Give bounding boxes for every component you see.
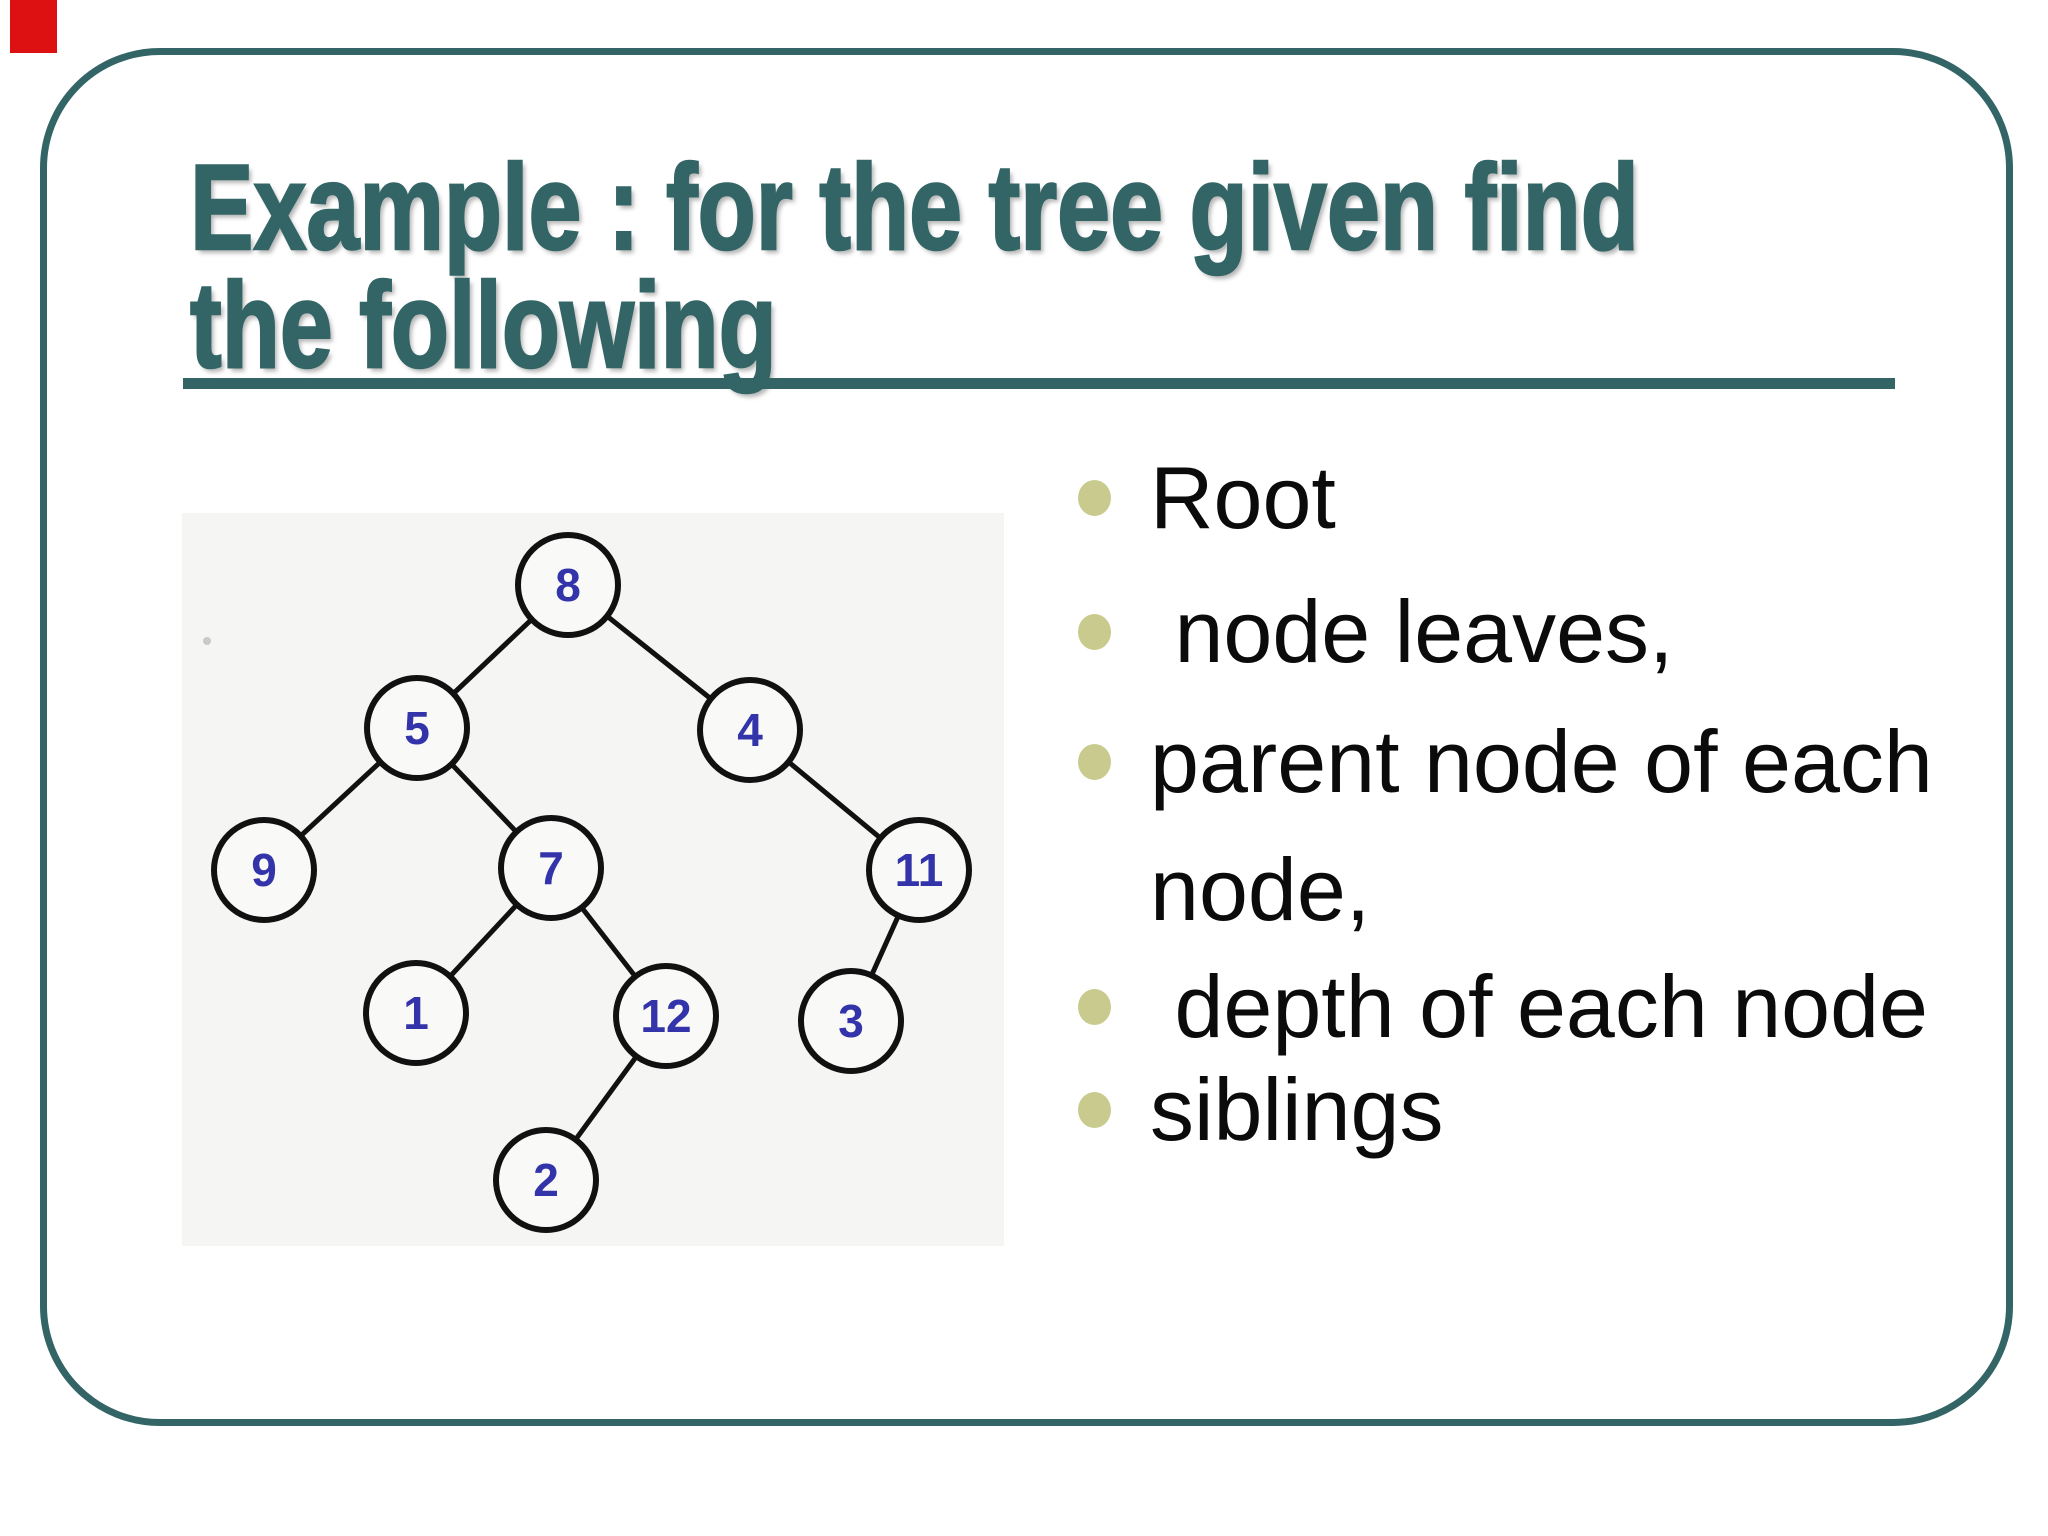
- tree-node-label: 7: [538, 842, 564, 894]
- bullet-icon: [1078, 1092, 1111, 1128]
- slide-border: [40, 48, 2013, 1426]
- tree-node-circle: [613, 963, 719, 1069]
- tree-node-circle: [515, 532, 621, 638]
- bullet-text: siblings: [1150, 1060, 1444, 1159]
- tree-node-label: 12: [640, 990, 691, 1042]
- bullet-text: parent node of each node,: [1150, 712, 1958, 939]
- bullet-icon: [1078, 989, 1111, 1025]
- tree-node: 8: [515, 532, 621, 638]
- list-item: Root: [1078, 434, 1336, 562]
- tree-node-label: 9: [251, 844, 277, 896]
- tree-node-circle: [697, 677, 803, 783]
- bullet-icon: [1078, 744, 1111, 780]
- slide-title-line1: Example : for the tree given find: [189, 139, 1640, 275]
- bullet-text: Root: [1150, 448, 1336, 547]
- tree-node-circle: [363, 960, 469, 1066]
- tree-node: 2: [493, 1127, 599, 1233]
- tree-node: 12: [613, 963, 719, 1069]
- tree-node: 5: [364, 675, 470, 781]
- bullet-text: node leaves,: [1150, 582, 1674, 681]
- bullet-text: depth of each node: [1150, 957, 1928, 1056]
- list-item: node leaves,: [1078, 568, 1674, 696]
- slide-title: Example : for the tree given find the fo…: [189, 139, 1640, 393]
- tree-node: 3: [798, 968, 904, 1074]
- tree-node: 7: [498, 815, 604, 921]
- list-item: siblings: [1078, 1046, 1443, 1174]
- tree-node: 4: [697, 677, 803, 783]
- tree-node-circle: [364, 675, 470, 781]
- tree-node-label: 5: [404, 702, 430, 754]
- bullet-icon: [1078, 480, 1111, 516]
- bullet-icon: [1078, 614, 1111, 650]
- tree-node: 11: [866, 817, 972, 923]
- tree-node: 9: [211, 817, 317, 923]
- tree-node: 1: [363, 960, 469, 1066]
- tree-node-circle: [211, 817, 317, 923]
- list-item: parent node of each node,: [1078, 698, 1950, 954]
- tree-node-label: 1: [403, 987, 429, 1039]
- title-underline: [183, 378, 1895, 389]
- slide-title-line2: the following: [189, 257, 778, 393]
- tree-node-label: 8: [555, 559, 581, 611]
- tree-node-label: 11: [895, 844, 944, 896]
- corner-accent-red: [10, 0, 57, 53]
- tree-node-circle: [493, 1127, 599, 1233]
- tree-node-label: 4: [737, 704, 763, 756]
- tree-node-label: 3: [838, 995, 864, 1047]
- tree-node-label: 2: [533, 1154, 559, 1206]
- artifact-dot: [203, 637, 211, 645]
- tree-node-circle: [498, 815, 604, 921]
- tree-node-circle: [866, 817, 972, 923]
- list-item: depth of each node: [1078, 943, 1928, 1071]
- tree-node-circle: [798, 968, 904, 1074]
